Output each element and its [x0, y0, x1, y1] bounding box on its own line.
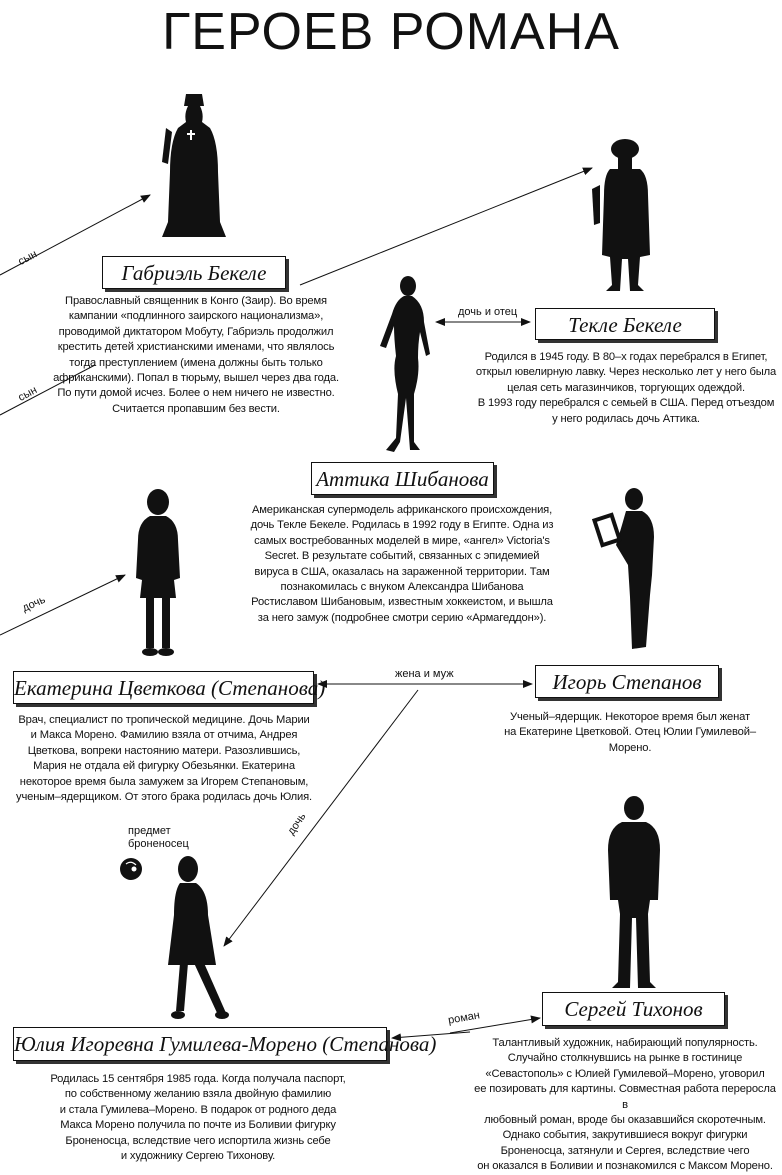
description-line: любовный роман, вроде бы оказавшийся ско…	[484, 1114, 766, 1127]
description-line: на Екатерине Цветковой. Отец Юлии Гумиле…	[504, 726, 756, 754]
description-line: «Севастополь» с Юлией Гумилевой–Морено, …	[485, 1067, 765, 1080]
description-line: кампании «подлинного заирского национали…	[68, 310, 324, 323]
description-line: Родилась 15 сентября 1985 года. Когда по…	[50, 1073, 346, 1085]
page-title: ГЕРОЕВ РОМАНА	[162, 3, 620, 61]
description-line: Родился в 1945 году. В 80–х годах перебр…	[484, 351, 768, 363]
description-line: у него родилась дочь Аттика.	[552, 412, 700, 425]
description-igor: Ученый–ядерщик. Некоторое время был жена…	[485, 710, 775, 756]
description-line: Цветкова, вопреки настоянию матери. Разо…	[27, 744, 301, 757]
description-sergey: Талантливый художник, набирающий популяр…	[470, 1036, 780, 1175]
description-line: Secret. В результате событий, связанных …	[264, 550, 540, 563]
description-line: дочь Текле Бекеле. Родилась в 1992 году …	[250, 519, 554, 532]
description-line: целая сеть магазинчиков, торгующих одежд…	[507, 381, 745, 394]
description-line: Православный священник в Конго (Заир). В…	[65, 295, 327, 307]
name-box-igor: Игорь Степанов	[535, 665, 719, 698]
man-with-clipboard-silhouette-icon	[592, 485, 662, 655]
description-julia: Родилась 15 сентября 1985 года. Когда по…	[38, 1072, 358, 1164]
description-line: крестить детей христианскими именами, чт…	[57, 341, 335, 354]
girl-silhouette-icon	[160, 855, 230, 1023]
name-box-tekle: Текле Бекеле	[535, 308, 715, 340]
description-line: по собственному желанию взяла двойную фа…	[64, 1088, 332, 1101]
son-line-bottom	[0, 364, 96, 416]
description-line: познакомилась с внуком Александра Шибано…	[280, 581, 524, 594]
description-line: Броненосца, вследствие чего испортила жи…	[65, 1134, 331, 1147]
description-line: В 1993 году перебрался с семьей в США. П…	[477, 397, 775, 410]
description-line: ее позировать для картины. Совместная ра…	[474, 1083, 776, 1111]
name-box-gabriel: Габриэль Бекеле	[102, 256, 286, 289]
daughter-arrow-left	[0, 574, 126, 636]
description-line: открыл ювелирную лавку. Через несколько …	[475, 366, 777, 379]
description-line: и стала Гумилева–Морено. В подарок от ро…	[59, 1103, 337, 1116]
object-label-line: броненосец	[128, 838, 189, 850]
description-line: африканскими). Попал в тюрьму, вышел чер…	[53, 372, 339, 385]
young-man-silhouette-icon	[602, 794, 666, 990]
description-line: Однако события, закрутившиеся вокруг фиг…	[502, 1129, 748, 1142]
description-line: за него замуж (подробнее смотри серию «А…	[257, 611, 547, 624]
description-line: Броненосца, затянули и Сергея, вследстви…	[500, 1144, 750, 1157]
romance-arrow-right	[449, 1015, 541, 1034]
description-tekle: Родился в 1945 году. В 80–х годах перебр…	[475, 350, 777, 427]
woman-silhouette-icon	[128, 488, 188, 660]
description-gabriel: Православный священник в Конго (Заир). В…	[45, 294, 347, 417]
object-label: предмет броненосец	[128, 825, 189, 851]
relation-daughter-father: дочь и отец	[458, 306, 518, 318]
description-line: Случайно столкнувшись на рынке в гостини…	[507, 1052, 743, 1065]
description-line: вируса в США, оказалась на зараженной те…	[254, 565, 550, 578]
name-box-attika: Аттика Шибанова	[311, 462, 494, 495]
description-line: ученым–ядерщиком. От этого брака родилас…	[16, 791, 312, 804]
relation-wife-husband: жена и муж	[395, 668, 454, 680]
romance-arrow-left	[391, 1031, 471, 1042]
description-line: самых востребованных моделей в мире, «ан…	[254, 534, 550, 547]
description-line: Макса Морено получила по почте из Боливи…	[60, 1119, 336, 1132]
description-line: некоторое время была замужем за Игорем С…	[19, 775, 309, 788]
model-silhouette-icon	[370, 274, 440, 454]
name-box-ekaterina: Екатерина Цветкова (Степанова)	[13, 671, 325, 704]
description-line: Считается пропавшим без вести.	[112, 402, 280, 415]
priest-silhouette-icon	[158, 92, 230, 242]
object-label-line: предмет	[128, 825, 171, 837]
description-line: Врач, специалист по тропической медицине…	[18, 714, 310, 726]
description-line: Ученый–ядерщик. Некоторое время был жена…	[510, 711, 750, 723]
description-line: проводимой диктатором Мобуту, Габриэль п…	[58, 325, 334, 338]
description-line: и художнику Сергею Тихонову.	[120, 1150, 276, 1163]
description-attika: Американская супермодель африканского пр…	[250, 503, 554, 626]
description-ekaterina: Врач, специалист по тропической медицине…	[14, 713, 314, 805]
description-line: По пути домой исчез. Более о нем ничего …	[57, 387, 335, 400]
description-line: и Макса Морено. Фамилию взяла от отчима,…	[30, 729, 298, 742]
son-arrow-top	[0, 194, 151, 276]
daughter-diag-arrow	[223, 689, 419, 947]
gabriel-tekle-arrow	[299, 167, 593, 286]
description-line: тогда преступлением (имена должны быть т…	[69, 356, 323, 369]
armadillo-figurine-icon	[118, 856, 144, 882]
description-line: он оказался в Боливии и познакомился с М…	[477, 1160, 773, 1173]
turbaned-man-silhouette-icon	[590, 135, 660, 295]
name-box-julia: Юлия Игоревна Гумилева-Морено (Степанова…	[13, 1027, 436, 1061]
name-box-sergey: Сергей Тихонов	[542, 992, 725, 1026]
description-line: Ростиславом Шибановым, известным хоккеис…	[251, 596, 553, 609]
description-line: Талантливый художник, набирающий популяр…	[492, 1037, 758, 1049]
description-line: Американская супермодель африканского пр…	[251, 504, 553, 516]
description-line: Мария не отдала ей фигурку Обезьянки. Ек…	[33, 760, 295, 773]
